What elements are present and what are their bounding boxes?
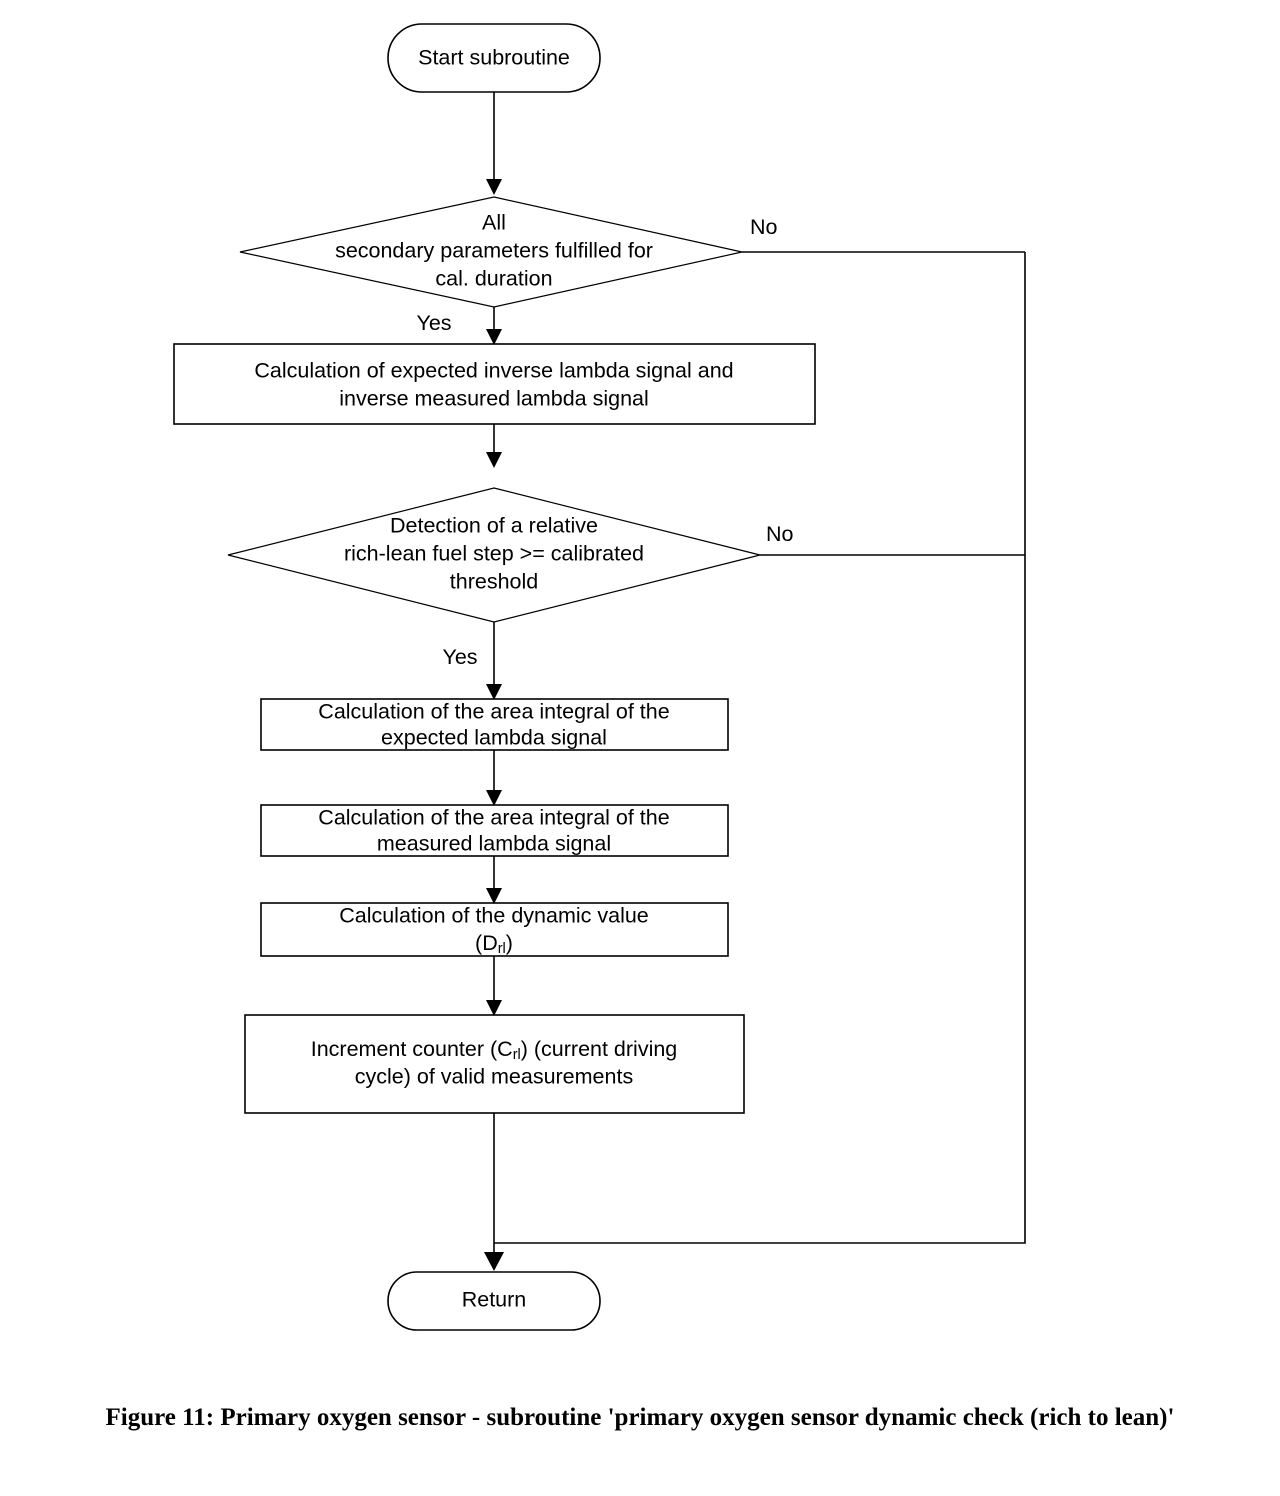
connector-no-rail [494, 252, 1026, 1244]
decision2-no-label: No [766, 522, 794, 546]
arrowhead-icon [486, 790, 502, 806]
arrowhead-icon [486, 452, 502, 468]
node-decision-secondary-params: All secondary parameters fulfilled for c… [239, 196, 743, 308]
process-inverse-lambda-line2: inverse measured lambda signal [339, 387, 649, 411]
process-area-measured-line1: Calculation of the area integral of the [318, 806, 669, 830]
arrowhead-icon [486, 888, 502, 904]
dynamic-value-suffix: ) [506, 931, 513, 955]
node-start: Start subroutine [387, 23, 601, 93]
process-area-measured-shape [260, 804, 729, 857]
flowchart-canvas: Start subroutine All secondary parameter… [173, 23, 1026, 1331]
process-dynamic-value-line1: Calculation of the dynamic value [339, 904, 649, 928]
decision2-line2: rich-lean fuel step >= calibrated [344, 542, 644, 566]
start-terminator-label: Start subroutine [418, 46, 570, 70]
connector-decision2-yes: Yes [442, 622, 502, 700]
decision2-yes-label: Yes [442, 645, 477, 669]
decision2-line3: threshold [450, 570, 538, 594]
node-decision-fuel-step: Detection of a relative rich-lean fuel s… [227, 487, 761, 623]
arrowhead-icon [484, 1252, 504, 1271]
increment-counter-suffix: ) (current driving [521, 1037, 678, 1061]
node-return: Return [387, 1271, 601, 1331]
return-terminator-label: Return [462, 1288, 527, 1312]
process-area-expected-line1: Calculation of the area integral of the [318, 700, 669, 724]
figure-caption: Figure 11: Primary oxygen sensor - subro… [105, 1404, 1175, 1431]
dynamic-value-subscript: rl [498, 941, 506, 957]
decision2-line1: Detection of a relative [390, 514, 598, 538]
connector-decision1-no: No [742, 215, 1025, 253]
process-area-expected-line2: expected lambda signal [381, 726, 607, 750]
decision1-yes-label: Yes [416, 311, 451, 335]
process-area-measured-line2: measured lambda signal [377, 832, 611, 856]
arrowhead-icon [486, 684, 502, 700]
process-area-expected-shape [260, 698, 729, 751]
process-inverse-lambda-shape [173, 343, 816, 425]
process-increment-counter-line2: cycle) of valid measurements [355, 1065, 633, 1089]
connector-process1-to-decision2 [486, 424, 502, 468]
process-inverse-lambda-line1: Calculation of expected inverse lambda s… [254, 359, 733, 383]
decision1-line2: secondary parameters fulfilled for [335, 239, 653, 263]
node-process-dynamic-value: Calculation of the dynamic value (Drl) [260, 902, 729, 957]
dynamic-value-prefix: (D [475, 931, 498, 955]
connector-process5-to-return [484, 1113, 504, 1271]
node-process-area-expected: Calculation of the area integral of the … [260, 698, 729, 751]
return-terminator-shape [387, 1271, 601, 1331]
process-dynamic-value-line2: (Drl) [475, 931, 513, 957]
connector-decision2-no: No [760, 522, 1025, 556]
arrowhead-icon [486, 179, 502, 195]
process-dynamic-value-shape [260, 902, 729, 957]
decision1-line1: All [482, 211, 506, 235]
increment-counter-prefix: Increment counter (C [311, 1037, 513, 1061]
arrowhead-icon [486, 329, 502, 345]
process-increment-counter-shape [244, 1014, 745, 1114]
arrowhead-icon [486, 1000, 502, 1016]
node-process-area-measured: Calculation of the area integral of the … [260, 804, 729, 857]
connector-process3-to-process4 [486, 856, 502, 904]
process-increment-counter-line1: Increment counter (Crl) (current driving [311, 1037, 678, 1063]
decision1-line3: cal. duration [435, 267, 552, 291]
connector-process2-to-process3 [486, 750, 502, 806]
decision1-no-label: No [750, 215, 778, 239]
connector-decision1-yes: Yes [416, 307, 502, 345]
connector-process4-to-process5 [486, 956, 502, 1016]
node-process-inverse-lambda: Calculation of expected inverse lambda s… [173, 343, 816, 425]
connector-start-to-decision1 [486, 92, 502, 195]
node-process-increment-counter: Increment counter (Crl) (current driving… [244, 1014, 745, 1114]
increment-counter-subscript: rl [513, 1047, 521, 1063]
